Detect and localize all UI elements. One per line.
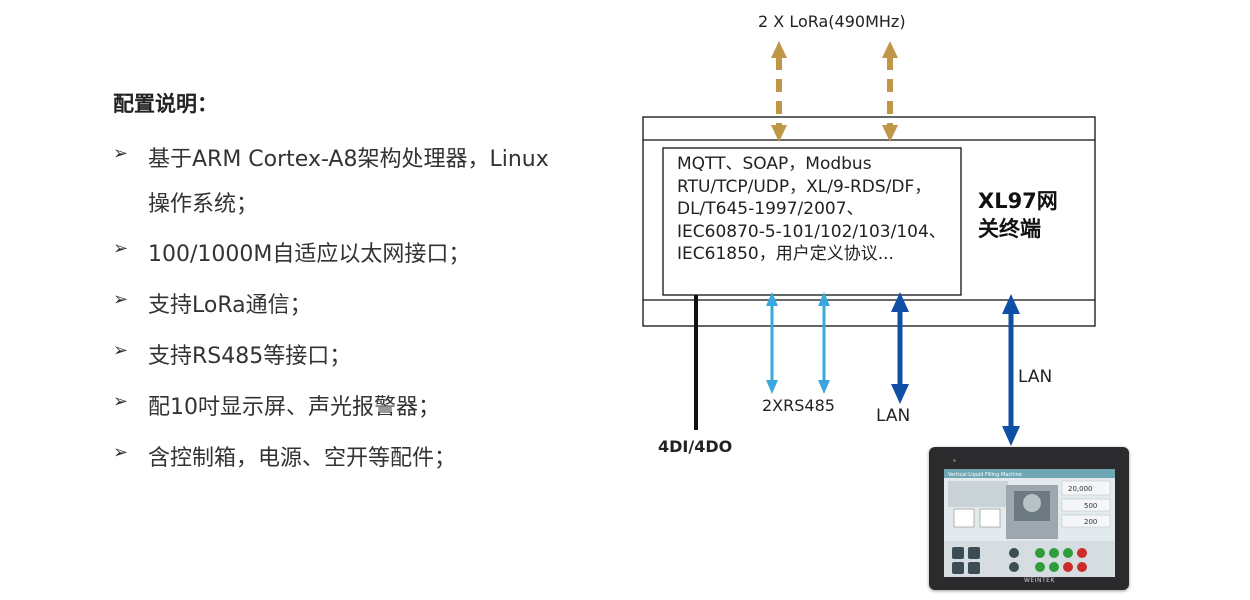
config-item-text: 基于ARM Cortex-A8架构处理器，Linux [148,147,549,172]
lan-label-hmi: LAN [1018,367,1053,387]
config-item-text: 含控制箱，电源、空开等配件； [148,446,457,471]
config-item-text: 100/1000M自适应以太网接口； [148,242,471,267]
hmi-value-1: 20,000 [1068,485,1093,493]
protocol-line: IEC60870-5-101/102/103/104、 [677,221,946,242]
lora-arrow-left [771,41,787,142]
bullet-arrow-icon: ➢ [113,340,129,361]
bullet-arrow-icon: ➢ [113,289,129,310]
rs485-arrow-1 [766,292,778,394]
config-description-panel: 配置说明： ➢ 基于ARM Cortex-A8架构处理器，Linux 操作系统；… [0,0,620,600]
config-item-text: 配10吋显示屏、声光报警器； [148,395,440,420]
config-item-text: 支持RS485等接口； [148,344,352,369]
config-heading: 配置说明： [113,92,218,116]
bullet-arrow-icon: ➢ [113,442,129,463]
hmi-brand-logo: WEINTEK [1024,577,1055,584]
rs485-label: 2XRS485 [762,396,835,415]
terminal-name-line2: 关终端 [978,217,1041,241]
terminal-name: XL97网 关终端 [978,187,1088,243]
hmi-value-2: 500 [1084,502,1097,510]
hmi-value-3: 200 [1084,518,1097,526]
hmi-screen: Vertical Liquid Filling Machine 20,000 5… [944,469,1115,577]
hmi-screen-graphic: Vertical Liquid Filling Machine 20,000 5… [944,469,1115,577]
dido-label: 4DI/4DO [658,437,733,456]
protocol-line: DL/T645-1997/2007、 [677,199,864,219]
hmi-screen-title: Vertical Liquid Filling Machine [948,472,1022,478]
bullet-arrow-icon: ➢ [113,391,129,412]
protocol-line: IEC61850，用户定义协议... [677,244,894,264]
lan-label-terminal: LAN [876,406,911,426]
protocol-line: MQTT、SOAP，Modbus [677,154,872,174]
protocol-line: RTU/TCP/UDP，XL/9-RDS/DF， [677,176,932,197]
config-item-text-continued: 操作系统； [148,192,259,217]
bullet-arrow-icon: ➢ [113,238,129,259]
panel-camera-dot [953,459,956,462]
lora-arrow-right [882,41,898,142]
protocol-list: MQTT、SOAP，Modbus RTU/TCP/UDP，XL/9-RDS/DF… [677,153,946,266]
rs485-arrow-2 [818,292,830,394]
config-item-text: 支持LoRa通信； [148,293,312,318]
terminal-name-line1: XL97网 [978,189,1058,213]
bullet-arrow-icon: ➢ [113,143,129,164]
hmi-touch-panel: Vertical Liquid Filling Machine 20,000 5… [929,447,1129,590]
lora-label: 2 X LoRa(490MHz) [758,12,906,31]
lan-arrow-1 [891,292,909,404]
